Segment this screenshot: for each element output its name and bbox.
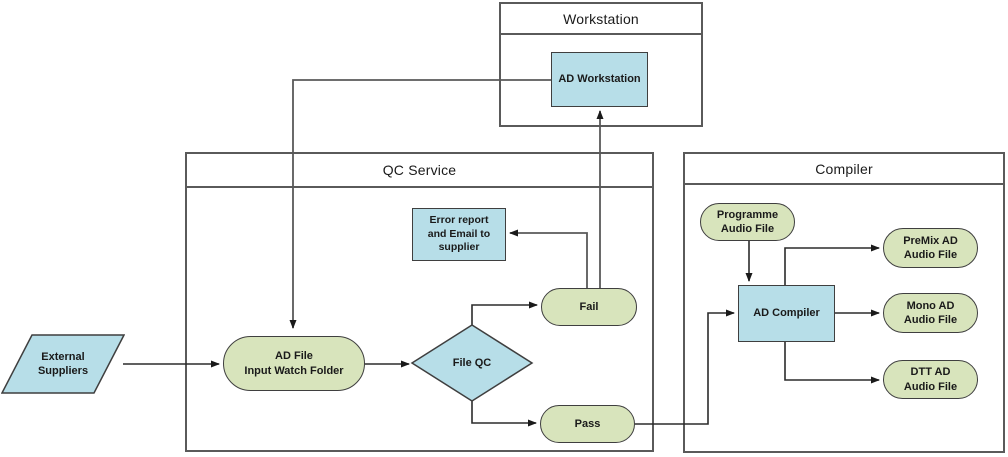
compiler-title: Compiler bbox=[815, 160, 873, 177]
qc-service-titlebar: QC Service bbox=[187, 154, 652, 188]
parallelogram-shape bbox=[1, 334, 125, 394]
node-dtt-ad-audio-file: DTT AD Audio File bbox=[883, 360, 978, 399]
node-fail: Fail bbox=[541, 288, 637, 326]
workstation-container: Workstation bbox=[499, 2, 703, 127]
compiler-titlebar: Compiler bbox=[685, 154, 1003, 185]
node-external-suppliers: External Suppliers bbox=[1, 334, 125, 394]
node-pass: Pass bbox=[540, 405, 635, 443]
node-ad-workstation: AD Workstation bbox=[551, 52, 648, 107]
node-label: Pass bbox=[574, 417, 601, 430]
node-programme-audio-file: Programme Audio File bbox=[700, 203, 795, 241]
workstation-title: Workstation bbox=[563, 10, 639, 27]
node-label: Mono AD Audio File bbox=[903, 299, 958, 326]
node-error-report: Error report and Email to supplier bbox=[412, 208, 506, 261]
node-label: Error report and Email to supplier bbox=[427, 214, 491, 254]
node-mono-ad-audio-file: Mono AD Audio File bbox=[883, 293, 978, 333]
node-ad-compiler: AD Compiler bbox=[738, 285, 835, 342]
node-label: External Suppliers bbox=[37, 350, 89, 377]
node-label: Fail bbox=[579, 300, 599, 313]
node-label: AD Workstation bbox=[558, 73, 641, 86]
qc-service-title: QC Service bbox=[382, 162, 457, 178]
node-label: PreMix AD Audio File bbox=[903, 234, 958, 261]
node-premix-ad-audio-file: PreMix AD Audio File bbox=[883, 228, 978, 268]
node-label: AD Compiler bbox=[753, 307, 820, 320]
node-label: AD File Input Watch Folder bbox=[244, 350, 344, 377]
node-ad-file-watch-folder: AD File Input Watch Folder bbox=[223, 336, 365, 391]
node-label: Programme Audio File bbox=[716, 208, 779, 235]
node-file-qc: File QC bbox=[410, 324, 534, 402]
node-label: File QC bbox=[452, 356, 492, 369]
node-label: DTT AD Audio File bbox=[903, 366, 958, 393]
compiler-container: Compiler bbox=[683, 152, 1005, 453]
workstation-titlebar: Workstation bbox=[501, 4, 701, 35]
